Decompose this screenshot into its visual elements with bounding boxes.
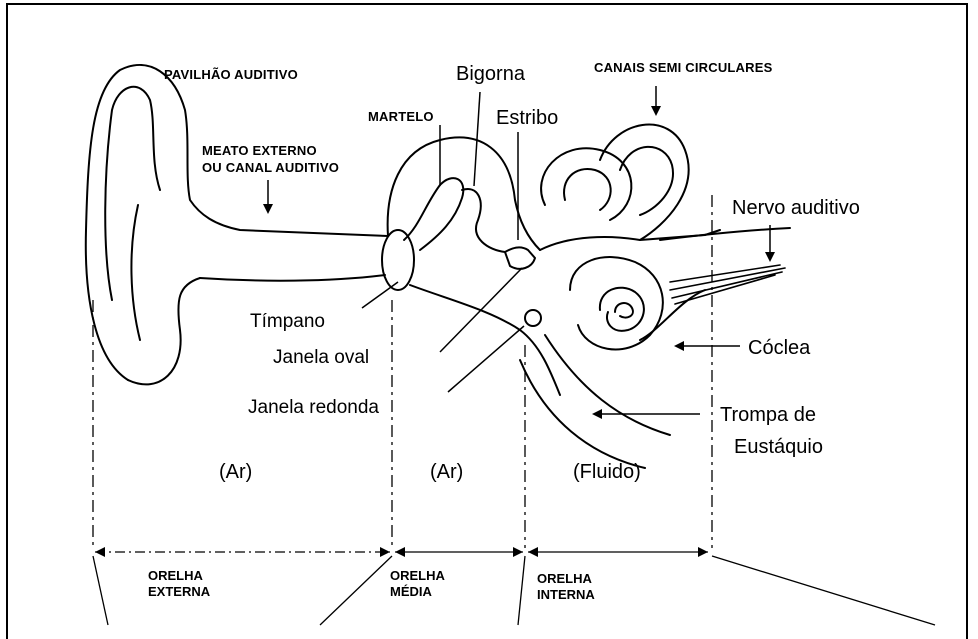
canal-1 xyxy=(541,148,631,220)
section-orelha-interna-1: ORELHA xyxy=(537,571,592,587)
arrowhead-meato xyxy=(263,204,273,214)
label-canais-semicirculares: CANAIS SEMI CIRCULARES xyxy=(594,61,772,74)
malleus xyxy=(404,178,463,250)
section-orelha-interna-2: INTERNA xyxy=(537,587,595,603)
section-orelha-media-2: MÉDIA xyxy=(390,584,432,600)
flare-interna xyxy=(518,556,525,625)
section-orelha-media-1: ORELHA xyxy=(390,568,445,584)
medium-fluido: (Fluido) xyxy=(573,462,641,482)
pinna-outline xyxy=(86,65,388,380)
cochlea-outer xyxy=(570,257,663,349)
stapes xyxy=(505,247,535,268)
medium-ar-media: (Ar) xyxy=(430,462,463,482)
arrowhead-trompa xyxy=(592,409,602,419)
auditory-nerve xyxy=(670,265,785,304)
incus xyxy=(462,189,505,252)
arrowhead-canais xyxy=(651,106,661,116)
section-orelha-externa-2: EXTERNA xyxy=(148,584,210,600)
label-bigorna: Bigorna xyxy=(456,64,525,84)
dim-arrow-4 xyxy=(513,547,523,557)
dim-arrow-5 xyxy=(528,547,538,557)
flare-media xyxy=(320,556,392,625)
canal-3 xyxy=(600,125,689,240)
dim-arrow-1 xyxy=(95,547,105,557)
eardrum-shape xyxy=(382,230,414,290)
pointer-redonda xyxy=(448,326,524,392)
label-pavilhao-auditivo: PAVILHÃO AUDITIVO xyxy=(164,68,298,81)
dim-arrow-3 xyxy=(395,547,405,557)
flare-right xyxy=(712,556,935,625)
label-martelo: MARTELO xyxy=(368,110,434,123)
section-orelha-externa-1: ORELHA xyxy=(148,568,203,584)
cochlea-inner xyxy=(615,303,633,318)
cochlea-mid xyxy=(600,288,644,331)
label-timpano: Tímpano xyxy=(250,312,325,331)
label-coclea: Cóclea xyxy=(748,338,810,358)
arrowhead-coclea xyxy=(674,341,684,351)
dim-arrow-6 xyxy=(698,547,708,557)
label-meato-externo: MEATO EXTERNO xyxy=(202,144,317,157)
label-janela-oval: Janela oval xyxy=(273,348,369,367)
middle-ear-bottom xyxy=(410,285,560,395)
pinna-helix xyxy=(131,205,140,340)
round-window-shape xyxy=(525,310,541,326)
eustachian-upper xyxy=(545,335,670,435)
label-eustaquio: Eustáquio xyxy=(734,437,823,457)
label-trompa-de: Trompa de xyxy=(720,405,816,425)
label-nervo-auditivo: Nervo auditivo xyxy=(732,198,860,218)
label-janela-redonda: Janela redonda xyxy=(248,398,379,417)
medium-ar-externa: (Ar) xyxy=(219,462,252,482)
canal-2 xyxy=(564,169,611,210)
label-estribo: Estribo xyxy=(496,108,558,128)
pinna-inner-fold xyxy=(105,87,160,300)
label-canal-auditivo: OU CANAL AUDITIVO xyxy=(202,161,339,174)
arrowhead-nervo xyxy=(765,252,775,262)
flare-left xyxy=(93,556,108,625)
vestibule xyxy=(540,230,720,250)
canal-4 xyxy=(620,147,673,215)
canal-lower-wall xyxy=(200,275,385,281)
dim-arrow-2 xyxy=(380,547,390,557)
